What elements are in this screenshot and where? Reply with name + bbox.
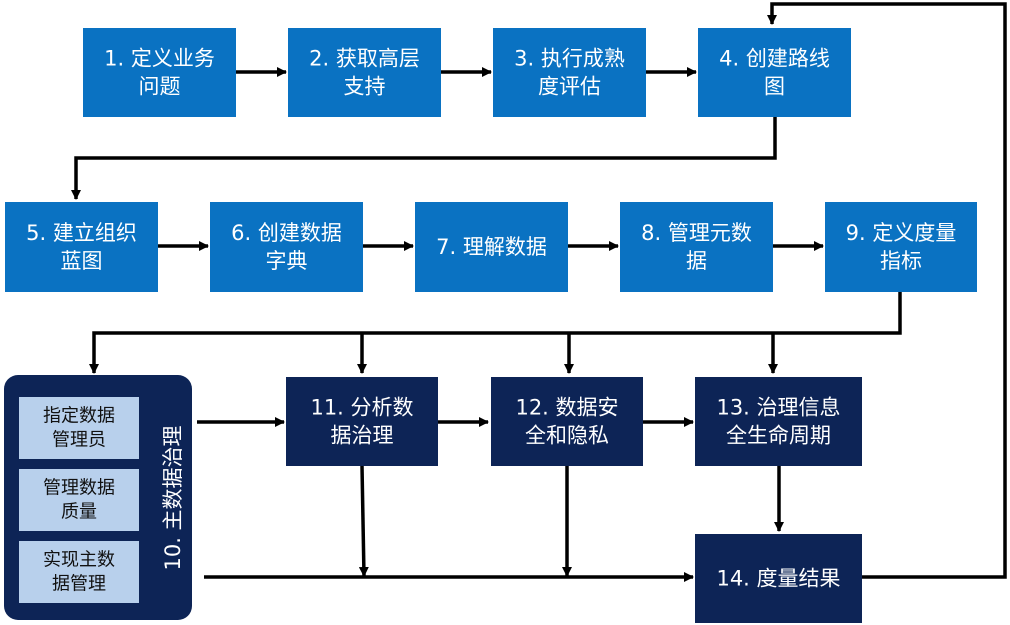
arrow-14-to-4-feedback [767,2,1007,579]
step-box-bg [210,202,363,292]
step-box-label: 4. 创建路线 [719,47,830,71]
master-data-sub-label: 管理数据 [43,478,115,499]
step-box-label: 2. 获取高层 [309,47,420,71]
step-box-label: 全生命周期 [726,424,831,448]
step-box-label: 11. 分析数 [310,396,413,420]
step-box-label: 问题 [139,75,181,99]
master-data-sub-label: 实现主数 [43,550,115,571]
step-box-label: 14. 度量结果 [716,567,840,591]
step-box-label: 全和隐私 [525,424,609,448]
step-box-label: 据 [686,249,707,273]
master-data-sub-box-bg [19,469,139,531]
step-box-bg [286,377,438,466]
step-box-label: 指标 [880,249,922,273]
master-data-sub-label: 指定数据 [43,406,115,427]
master-data-governance-label: 10. 主数据治理 [161,425,185,570]
step-box-bg [415,202,568,292]
step-box-bg [83,28,236,117]
step-box-bg [493,28,646,117]
step-box-label: 蓝图 [61,249,103,273]
step-box-label: 1. 定义业务 [104,47,215,71]
step-box-label: 据治理 [331,424,394,448]
step-box-bg [825,202,977,292]
step-box-label: 8. 管理元数 [641,221,752,245]
step-box-s7: 7. 理解数据 [415,202,568,292]
step-box-label: 度评估 [538,75,601,99]
step-box-label: 字典 [266,249,308,273]
master-data-sub-label: 据管理 [52,574,106,595]
master-data-sub-box-bg [19,397,139,459]
step-box-label: 支持 [344,75,386,99]
step-box-label: 图 [764,75,785,99]
arrow-4-to-5 [71,117,777,200]
step-box-s14: 14. 度量结果 [695,534,862,623]
master-data-sub-box-bg [19,541,139,603]
arrow-9-to-row3 [89,292,902,374]
step-box-bg [695,534,862,623]
master-data-sub-label: 质量 [61,502,97,523]
step-box-label: 7. 理解数据 [436,235,547,259]
step-box-label: 12. 数据安 [515,396,618,420]
step-box-label: 9. 定义度量 [846,221,957,245]
step-box-bg [288,28,441,117]
arrow-11-to-bus [358,465,369,577]
step-box-bg [695,377,862,466]
step-box-label: 6. 创建数据 [231,221,342,245]
step-box-label: 5. 建立组织 [26,221,137,245]
step-box-label: 13. 治理信息 [716,396,840,420]
step-box-bg [5,202,158,292]
step-box-label: 3. 执行成熟 [514,47,625,71]
master-data-sub-label: 管理员 [52,430,106,451]
step-box-bg [698,28,851,117]
step-box-bg [620,202,773,292]
connector-layer [71,2,1007,582]
step-box-bg [491,377,643,466]
